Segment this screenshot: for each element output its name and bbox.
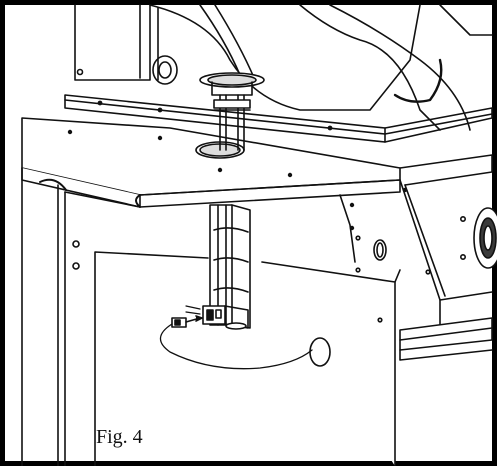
cabinet-left-panel bbox=[21, 167, 401, 466]
grill-hood bbox=[74, 4, 493, 131]
igniter-wire bbox=[159, 305, 313, 370]
figure-caption: Fig. 4 bbox=[96, 426, 143, 448]
cabinet-right bbox=[355, 154, 497, 361]
back-rail bbox=[64, 94, 493, 143]
mounting-bracket bbox=[199, 72, 265, 330]
